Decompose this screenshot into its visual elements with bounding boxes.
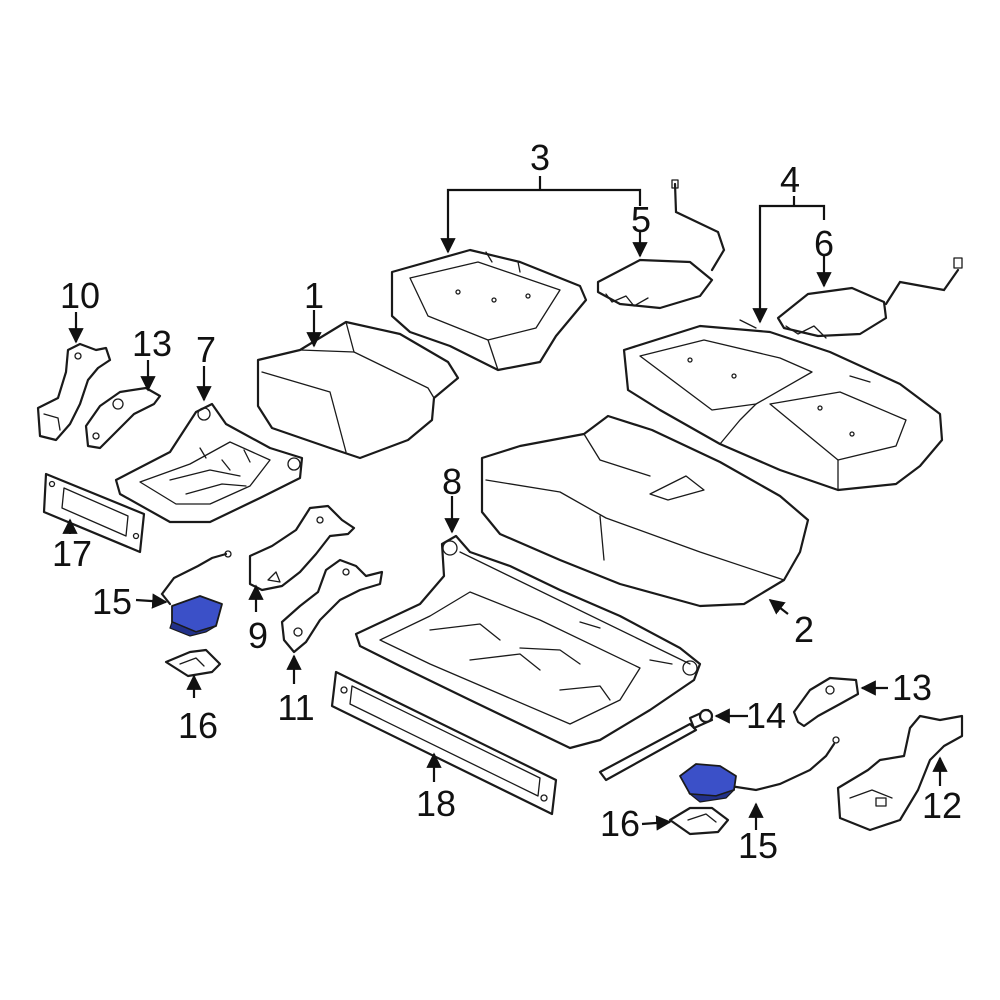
part-15-control-module-left[interactable] bbox=[160, 550, 232, 637]
part-3-seat-back-pad-left[interactable] bbox=[390, 248, 588, 372]
callout-16-right: 16 bbox=[600, 803, 640, 844]
callout-1: 1 bbox=[304, 275, 324, 316]
part-7-cushion-frame-left[interactable] bbox=[114, 402, 304, 524]
part-13-bracket-left[interactable] bbox=[84, 386, 162, 450]
part-9-bracket[interactable] bbox=[248, 504, 356, 592]
part-12-hinge-bracket-right[interactable] bbox=[836, 714, 964, 832]
callout-4: 4 bbox=[780, 159, 800, 200]
callout-2: 2 bbox=[794, 609, 814, 650]
part-1-seat-cushion-left[interactable] bbox=[256, 320, 460, 460]
part-8-cushion-frame-right[interactable] bbox=[354, 534, 702, 750]
part-4-seat-back-pad-right[interactable] bbox=[622, 319, 944, 492]
callout-10: 10 bbox=[60, 275, 100, 316]
part-10-hinge-bracket[interactable] bbox=[36, 342, 112, 442]
callout-15-right: 15 bbox=[738, 825, 778, 866]
callout-8: 8 bbox=[442, 461, 462, 502]
part-16-cover-right[interactable] bbox=[668, 806, 730, 836]
callout-6: 6 bbox=[814, 223, 834, 264]
callout-12: 12 bbox=[922, 785, 962, 826]
callout-14: 14 bbox=[746, 695, 786, 736]
callout-17: 17 bbox=[52, 533, 92, 574]
callout-13-left: 13 bbox=[132, 323, 172, 364]
callout-18: 18 bbox=[416, 783, 456, 824]
callout-15-left: 15 bbox=[92, 581, 132, 622]
callout-labels: 3 5 4 6 1 10 13 7 8 2 17 15 16 9 11 18 1… bbox=[52, 137, 962, 866]
part-5-heater-element-left[interactable] bbox=[596, 179, 726, 310]
part-13-bracket-right[interactable] bbox=[792, 676, 860, 728]
part-17-trim-panel-left[interactable] bbox=[42, 472, 146, 554]
part-11-bracket[interactable] bbox=[280, 558, 384, 654]
part-18-trim-panel-right[interactable] bbox=[330, 670, 558, 816]
part-16-cover-left[interactable] bbox=[164, 648, 222, 678]
part-6-heater-element-right[interactable] bbox=[776, 257, 963, 339]
part-2-seat-cushion-right[interactable] bbox=[480, 414, 810, 608]
part-15-control-module-right[interactable] bbox=[679, 736, 840, 803]
callout-7: 7 bbox=[196, 329, 216, 370]
callout-11: 11 bbox=[277, 687, 314, 728]
callout-9: 9 bbox=[248, 615, 268, 656]
callout-13-right: 13 bbox=[892, 667, 932, 708]
callout-5: 5 bbox=[631, 199, 651, 240]
part-14-gas-strut[interactable] bbox=[598, 708, 714, 782]
leader-lines bbox=[62, 176, 948, 831]
callout-3: 3 bbox=[530, 137, 550, 178]
callout-16-left: 16 bbox=[178, 705, 218, 746]
